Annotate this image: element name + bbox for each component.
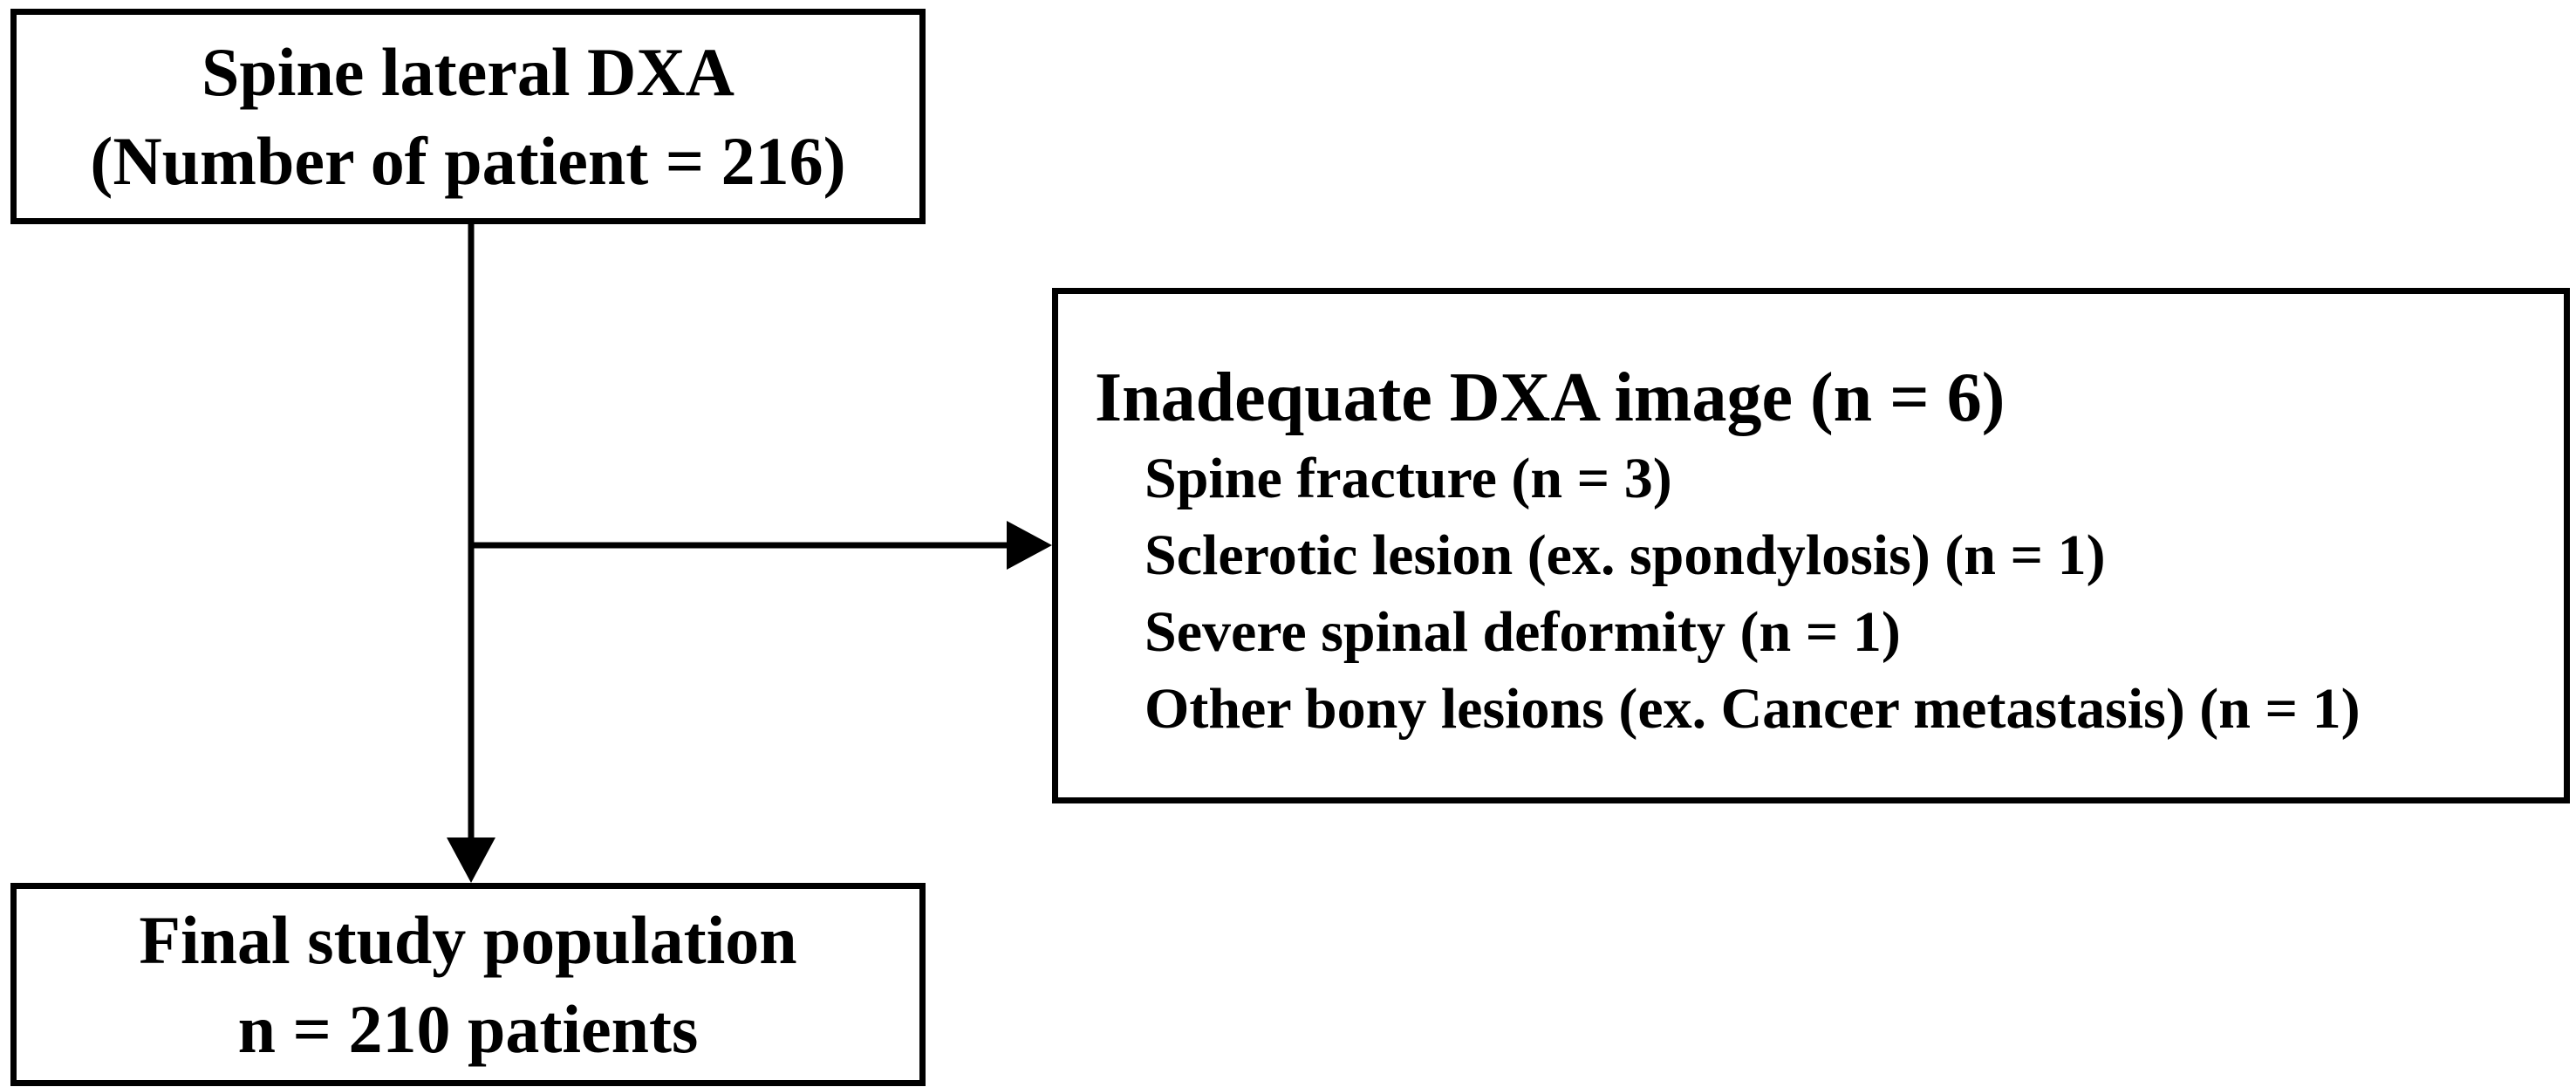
exclusion-box: Inadequate DXA image (n = 6) Spine fract… — [1052, 288, 2570, 803]
final-box: Final study population n = 210 patients — [10, 883, 926, 1086]
exclusion-item: Spine fracture (n = 3) — [1145, 447, 1672, 510]
exclusion-title: Inadequate DXA image (n = 6) — [1095, 359, 2005, 436]
start-box: Spine lateral DXA (Number of patient = 2… — [10, 9, 926, 224]
exclusion-item: Sclerotic lesion (ex. spondylosis) (n = … — [1145, 523, 2106, 587]
exclusion-item: Severe spinal deformity (n = 1) — [1145, 600, 1901, 664]
final-box-count: n = 210 patients — [237, 990, 699, 1067]
down-arrowhead — [447, 837, 495, 883]
start-box-title: Spine lateral DXA — [202, 33, 735, 110]
right-arrowhead — [1007, 521, 1052, 570]
exclusion-item: Other bony lesions (ex. Cancer metastasi… — [1145, 677, 2361, 741]
final-box-title: Final study population — [139, 901, 797, 978]
start-box-count: (Number of patient = 216) — [90, 122, 846, 199]
